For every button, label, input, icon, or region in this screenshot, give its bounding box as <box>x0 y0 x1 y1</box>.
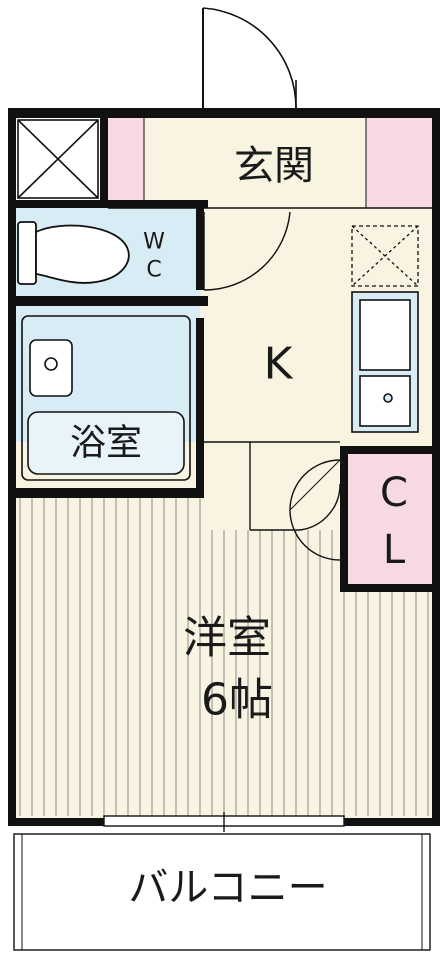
closet-label-c: C <box>380 470 408 516</box>
closet-door-swing <box>289 459 341 561</box>
flooring-lines <box>19 498 429 816</box>
bath-label: 浴室 <box>70 423 142 464</box>
entrance-pink-left <box>108 116 144 208</box>
room-size-label: 6帖 <box>201 675 273 726</box>
kitchen-label: K <box>264 339 294 390</box>
sink-counter-icon <box>351 291 419 433</box>
closet-label-l: L <box>383 527 406 573</box>
wc-label-c: C <box>146 258 161 283</box>
stove-icon <box>351 225 419 287</box>
western-room-label: 洋室 <box>183 613 271 664</box>
entrance-pink-right <box>366 116 434 208</box>
entrance-label: 玄関 <box>234 143 314 189</box>
wc-label-w: W <box>143 230 165 255</box>
toilet-icon <box>17 221 130 285</box>
balcony-rail <box>21 834 423 950</box>
balcony-label: バルコニー <box>128 865 327 911</box>
balcony-window <box>103 812 345 832</box>
partitions <box>108 116 432 531</box>
pipe-shaft-cross <box>17 119 99 199</box>
entrance-door-swing <box>202 7 297 109</box>
balcony-outline <box>13 833 431 951</box>
room-door-swing <box>299 483 341 531</box>
closet-floor-overlay <box>348 452 434 584</box>
bathtub-icon <box>21 315 191 481</box>
wc-door-swing <box>203 211 291 291</box>
